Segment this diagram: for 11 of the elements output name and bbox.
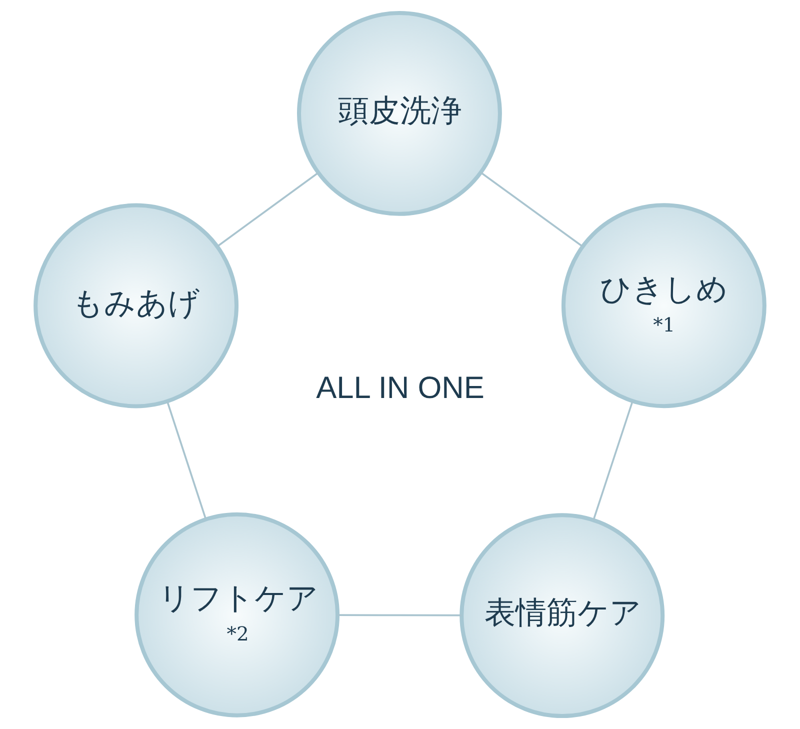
node-circle: 頭皮洗浄: [297, 10, 502, 216]
label: ALL IN ONE: [316, 370, 484, 405]
node-circle: もみあげ: [34, 203, 239, 408]
node-circle: リフトケア *2: [134, 512, 340, 718]
connector: [338, 614, 462, 616]
node-circle: 表情筋ケア: [460, 513, 665, 718]
connector: [216, 172, 319, 248]
connector: [592, 400, 634, 520]
connector: [480, 172, 583, 247]
connector: [166, 401, 207, 520]
node-circle: ひきしめ *1: [561, 203, 766, 408]
